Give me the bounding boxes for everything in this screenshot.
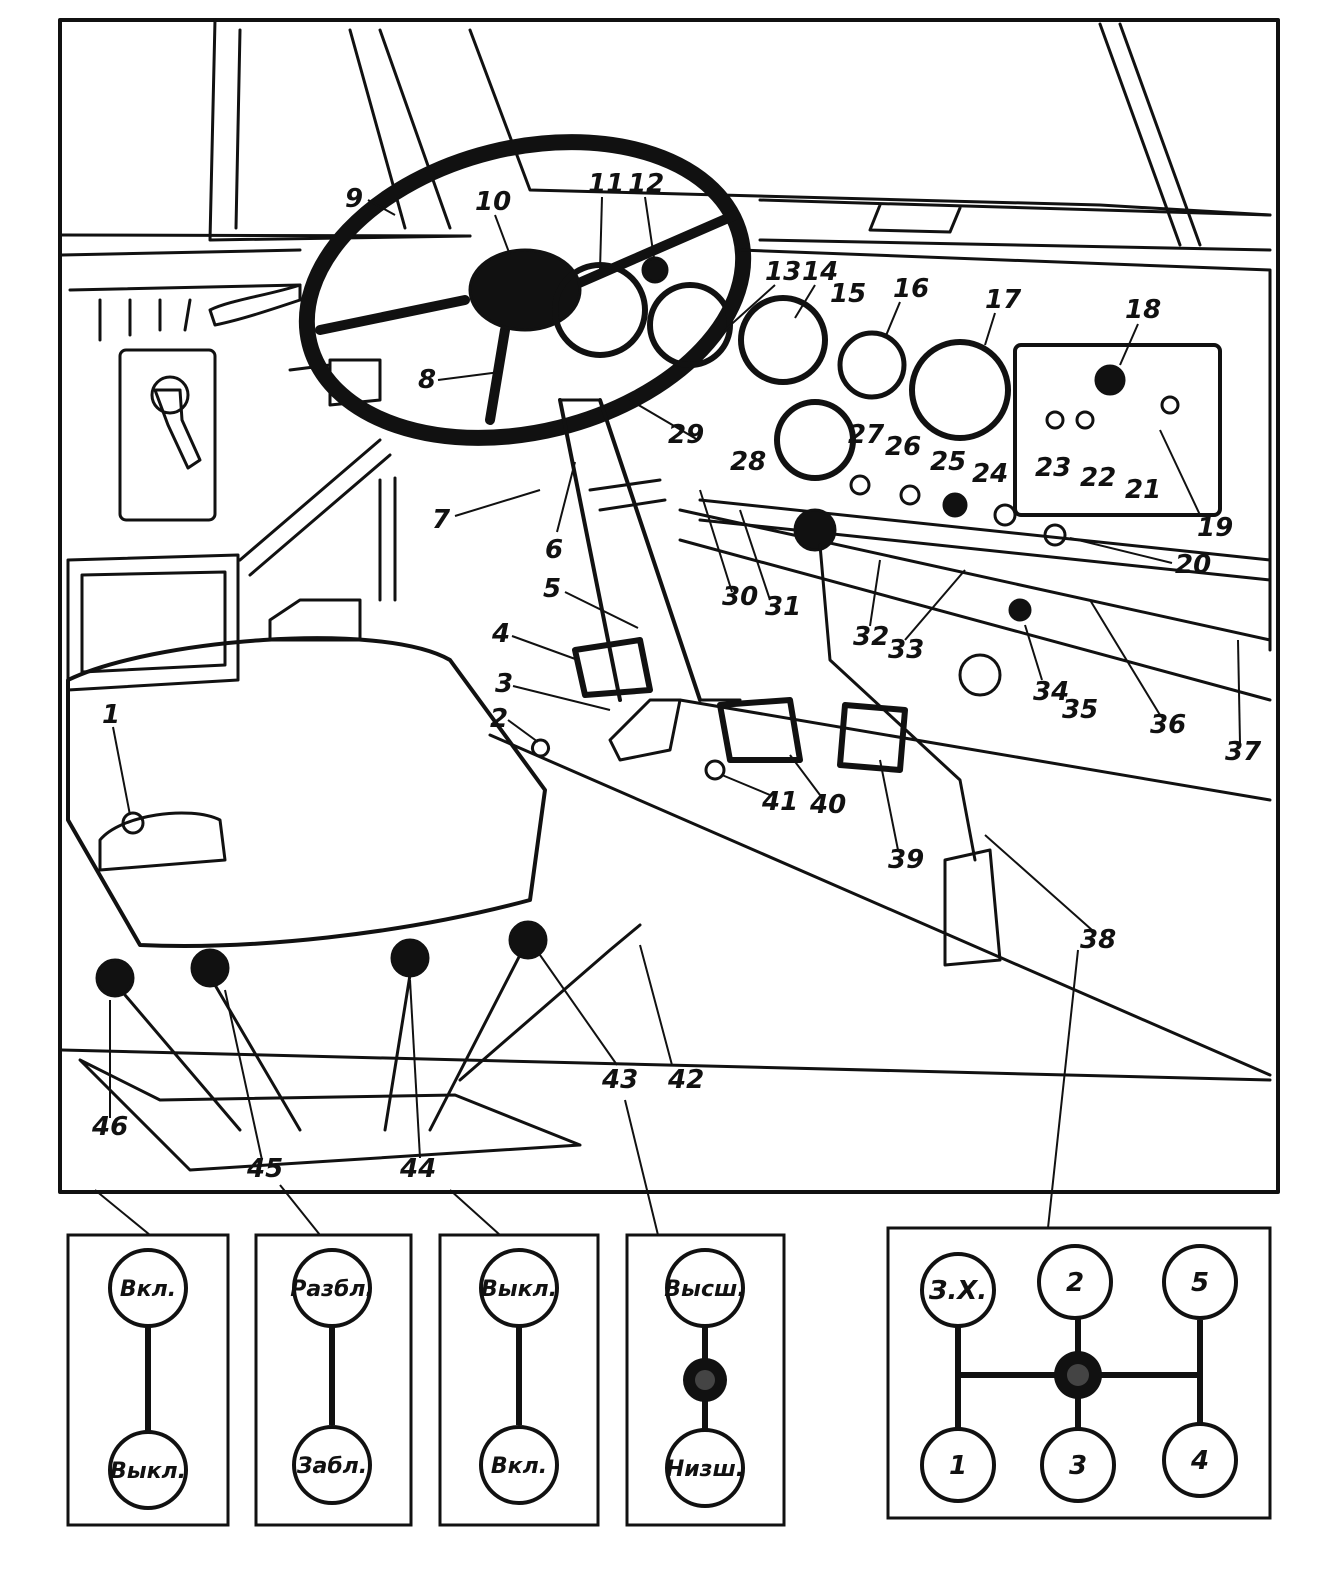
scheme-45-top: Разбл.	[290, 1277, 374, 1302]
gearbox-shift-pattern: З.Х. 2 5 1 3 4	[886, 1226, 1272, 1520]
callout-32: 32	[853, 622, 889, 652]
scheme-43-top: Высш.	[664, 1277, 745, 1302]
callout-28: 28	[730, 447, 766, 477]
callout-labels: 1 2 3 4 5 6 7 8 9 10 11 12 13 14 15 16 1…	[91, 169, 1262, 1184]
gear-2: 2	[1066, 1268, 1084, 1298]
callout-18: 18	[1125, 295, 1161, 325]
steering-wheel	[298, 134, 752, 446]
callout-10: 10	[475, 187, 511, 217]
callout-21: 21	[1125, 475, 1161, 505]
scheme-44: Выкл. Вкл.	[438, 1233, 600, 1527]
callout-23: 23	[1035, 453, 1071, 483]
callout-35: 35	[1062, 695, 1098, 725]
callout-19: 19	[1197, 513, 1233, 543]
callout-25: 25	[930, 447, 966, 477]
scheme-46-bottom: Выкл.	[110, 1459, 186, 1484]
callout-4: 4	[491, 619, 510, 649]
callout-43: 43	[601, 1065, 638, 1095]
callout-37: 37	[1225, 737, 1262, 767]
callout-41: 41	[761, 787, 798, 817]
callout-39: 39	[888, 845, 924, 875]
scheme-43-bottom: Низш.	[666, 1457, 744, 1482]
callout-9: 9	[345, 184, 363, 214]
callout-26: 26	[885, 432, 921, 462]
callout-14: 14	[802, 257, 838, 287]
callout-42: 42	[667, 1065, 704, 1095]
callout-22: 22	[1080, 463, 1116, 493]
gear-5: 5	[1191, 1268, 1209, 1298]
callout-30: 30	[722, 582, 758, 612]
callout-38: 38	[1080, 925, 1116, 955]
callout-6: 6	[545, 535, 563, 565]
callout-20: 20	[1175, 550, 1211, 580]
callout-13: 13	[765, 257, 801, 287]
callout-24: 24	[972, 459, 1008, 489]
gear-reverse: З.Х.	[928, 1276, 987, 1306]
seat	[66, 636, 547, 948]
callout-8: 8	[418, 365, 436, 395]
leader-lines	[94, 196, 1241, 1236]
callout-40: 40	[809, 790, 846, 820]
illustration-frame	[58, 18, 1280, 1194]
scheme-45-bottom: Забл.	[296, 1454, 367, 1479]
callout-5: 5	[543, 574, 561, 604]
scheme-46: Вкл. Выкл.	[66, 1233, 230, 1527]
gear-4: 4	[1190, 1446, 1209, 1476]
callout-31: 31	[765, 592, 801, 622]
callout-1: 1	[102, 700, 120, 730]
callout-36: 36	[1150, 710, 1186, 740]
callout-45: 45	[246, 1154, 283, 1184]
scheme-44-bottom: Вкл.	[491, 1454, 547, 1479]
callout-11: 11	[588, 169, 624, 199]
callout-44: 44	[399, 1154, 436, 1184]
gear-3: 3	[1069, 1451, 1087, 1481]
callout-34: 34	[1033, 677, 1069, 707]
scheme-44-top: Выкл.	[481, 1277, 557, 1302]
callout-2: 2	[490, 704, 508, 734]
callout-16: 16	[893, 274, 929, 304]
callout-27: 27	[848, 420, 885, 450]
callout-12: 12	[628, 169, 664, 199]
scheme-45: Разбл. Забл.	[254, 1233, 413, 1527]
scheme-46-top: Вкл.	[120, 1277, 176, 1302]
callout-17: 17	[985, 285, 1022, 315]
gear-1: 1	[949, 1451, 967, 1481]
callout-3: 3	[495, 669, 513, 699]
main-illustration	[58, 18, 1280, 1194]
scheme-43: Высш. Низш.	[625, 1233, 786, 1527]
callout-15: 15	[830, 279, 866, 309]
callout-7: 7	[432, 505, 451, 535]
